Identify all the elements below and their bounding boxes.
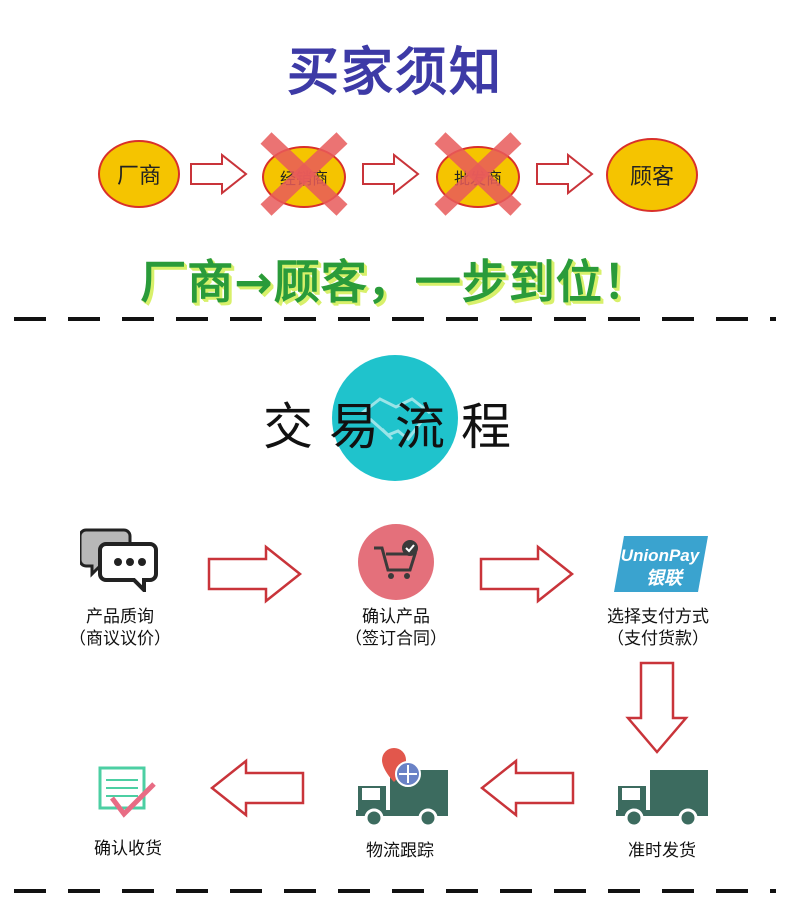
step-title: 选择支付方式 xyxy=(607,607,709,627)
step-title: 确认收货 xyxy=(94,839,162,859)
step-label: 产品质询 （商议议价） xyxy=(20,606,220,650)
step-label: 选择支付方式 （支付货款） xyxy=(558,606,758,650)
receipt-check-icon xyxy=(98,766,156,818)
left-arrow-icon xyxy=(209,758,305,818)
tracking-truck-icon xyxy=(356,748,448,828)
flow-title-char: 程 xyxy=(461,398,527,456)
flow-title: 交易流程 xyxy=(0,387,790,459)
node-label: 厂商 xyxy=(116,164,161,189)
chat-bubbles-icon xyxy=(80,528,158,592)
flow-title-char: 流 xyxy=(395,398,461,456)
step-label: 准时发货 xyxy=(562,840,762,862)
step-subtitle: （支付货款） xyxy=(607,629,709,649)
step-label: 物流跟踪 xyxy=(300,840,500,862)
cross-icon xyxy=(260,132,348,216)
node-label: 顾客 xyxy=(629,165,674,190)
step-label: 确认产品 （签订合同） xyxy=(296,606,496,650)
flow-title-char: 交 xyxy=(263,398,329,456)
right-arrow-icon xyxy=(479,544,575,604)
cross-icon xyxy=(434,132,522,216)
node-manufacturer: 厂商 xyxy=(98,140,180,208)
node-customer: 顾客 xyxy=(606,138,698,212)
step-title: 确认产品 xyxy=(362,607,430,627)
dashed-divider xyxy=(14,889,776,893)
down-arrow-icon xyxy=(625,661,689,754)
truck-icon xyxy=(616,770,708,828)
unionpay-icon: UnionPay 银联 xyxy=(614,536,708,592)
shopping-cart-icon xyxy=(358,524,434,600)
right-arrow-icon xyxy=(190,152,248,196)
unionpay-text: UnionPay xyxy=(621,546,701,565)
unionpay-cn-text: 银联 xyxy=(646,568,685,589)
handshake-icon xyxy=(361,397,431,442)
handshake-badge xyxy=(332,355,458,481)
slogan: 厂商→顾客，一步到位！ xyxy=(140,255,650,309)
right-arrow-icon xyxy=(207,544,303,604)
step-subtitle: （签订合同） xyxy=(345,629,447,649)
right-arrow-icon xyxy=(362,152,420,196)
step-title: 产品质询 xyxy=(86,607,154,627)
step-title: 准时发货 xyxy=(628,841,696,861)
dashed-divider xyxy=(14,317,776,321)
step-subtitle: （商议议价） xyxy=(69,629,171,649)
flow-title-char: 易 xyxy=(329,398,395,456)
step-label: 确认收货 xyxy=(28,838,228,860)
page-title: 买家须知 xyxy=(286,43,503,103)
step-title: 物流跟踪 xyxy=(366,841,434,861)
right-arrow-icon xyxy=(536,152,594,196)
left-arrow-icon xyxy=(479,758,575,818)
